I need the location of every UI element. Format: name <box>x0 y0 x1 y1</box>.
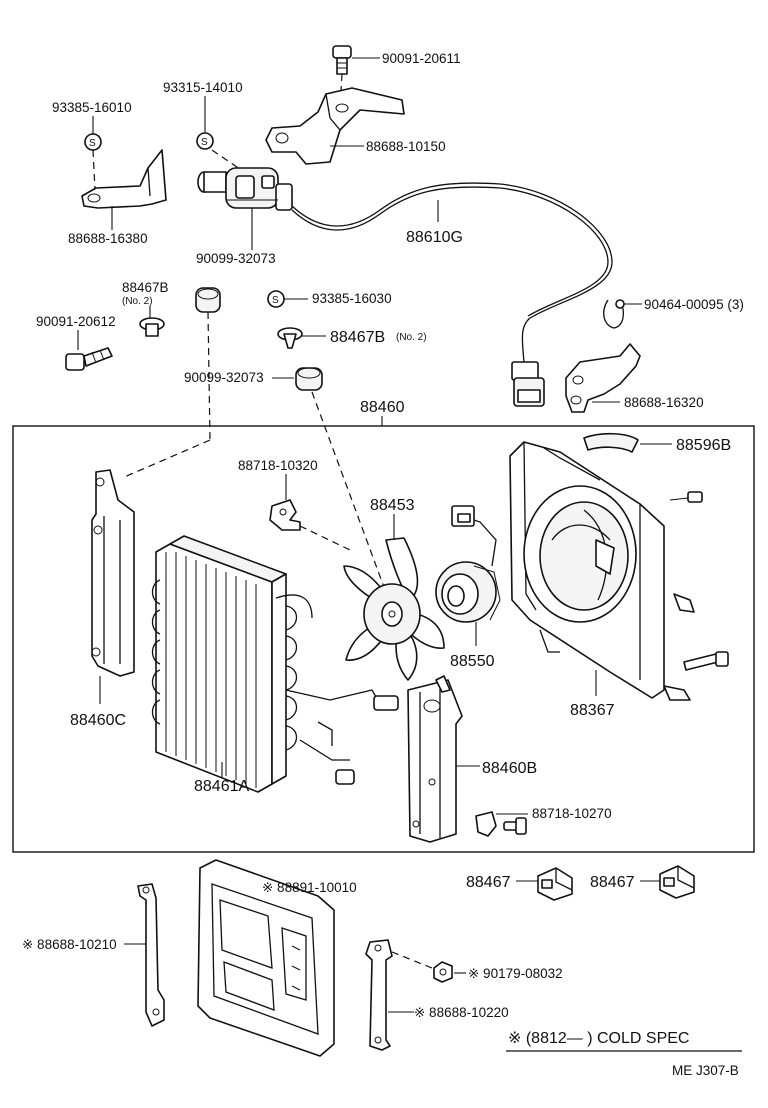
wire-harness-88610G-icon <box>291 182 613 407</box>
s-washer-icon: S <box>84 133 102 151</box>
label-no2-a: (No. 2) <box>122 296 153 307</box>
clip-88467B-icon <box>139 317 165 337</box>
label-88688-16320: 88688-16320 <box>624 395 704 410</box>
legend-cold-spec: ※ (8812— ) COLD SPEC <box>508 1030 689 1047</box>
label-90099-32073-a: 90099-32073 <box>196 251 276 266</box>
label-88453: 88453 <box>370 497 415 514</box>
clip-88467B-icon <box>277 327 303 349</box>
fan-motor-88550-icon <box>435 505 501 623</box>
label-88467-a: 88467 <box>466 874 511 891</box>
label-88688-10210: ※ 88688-10210 <box>22 937 117 952</box>
label-88550: 88550 <box>450 653 495 670</box>
bracket-88688-10220-icon <box>365 939 393 1051</box>
label-88460B: 88460B <box>482 760 537 777</box>
nut-90179-08032-icon <box>433 961 453 983</box>
bolt-90091-20612-icon <box>65 347 113 371</box>
grommet-90099-32073-icon <box>195 287 221 313</box>
s-washer-icon: S <box>196 132 214 150</box>
label-88688-10220: ※ 88688-10220 <box>414 1005 509 1020</box>
bracket-88688-16380-icon <box>81 149 167 209</box>
bolt-icon <box>683 651 729 671</box>
label-93385-16010: 93385-16010 <box>52 100 132 115</box>
label-88467B-a: 88467B <box>122 280 169 295</box>
panel-88891-10010-icon <box>197 859 335 1057</box>
label-88688-10150: 88688-10150 <box>366 139 446 154</box>
diagram-code: ME J307-B <box>672 1063 739 1078</box>
label-88460: 88460 <box>360 399 405 416</box>
clip-88467-icon <box>659 865 695 899</box>
pressure-switch-icon <box>197 167 293 211</box>
label-88461A: 88461A <box>194 778 249 795</box>
clamp-90464-00095-icon <box>603 299 625 329</box>
bolt-icon <box>669 491 703 503</box>
label-90091-20612: 90091-20612 <box>36 314 116 329</box>
label-88467B-b: 88467B <box>330 329 385 346</box>
label-88596B: 88596B <box>676 437 731 454</box>
label-93385-16030: 93385-16030 <box>312 291 392 306</box>
bracket-88688-10150-icon <box>265 87 405 165</box>
bracket-88688-16320-icon <box>565 343 641 413</box>
clip-88718-10270-icon <box>475 811 527 837</box>
label-no2-b: (No. 2) <box>396 332 427 343</box>
svg-text:S: S <box>272 295 279 306</box>
label-88718-10320: 88718-10320 <box>238 458 318 473</box>
label-88718-10270: 88718-10270 <box>532 806 612 821</box>
fan-shroud-88367-icon <box>509 441 695 701</box>
label-90179-08032: ※ 90179-08032 <box>468 966 563 981</box>
bracket-88688-10210-icon <box>137 883 165 1027</box>
s-washer-icon: S <box>267 290 285 308</box>
fan-88453-icon <box>343 537 445 681</box>
condenser-88461A-icon <box>151 535 399 793</box>
label-88688-16380: 88688-16380 <box>68 231 148 246</box>
label-88467-b: 88467 <box>590 874 635 891</box>
svg-text:S: S <box>201 137 208 148</box>
label-90464-00095: 90464-00095 (3) <box>644 297 744 312</box>
assembly-box-88460 <box>12 425 755 853</box>
bolt-90091-20611-icon <box>332 45 352 75</box>
label-88610G: 88610G <box>406 229 463 246</box>
clip-88467-icon <box>537 867 573 901</box>
bracket-88460B-icon <box>407 675 463 843</box>
label-90099-32073-b: 90099-32073 <box>184 370 264 385</box>
svg-text:S: S <box>89 138 96 149</box>
label-88891-10010: ※ 88891-10010 <box>262 880 357 895</box>
cover-88596B-icon <box>583 432 639 453</box>
label-88460C: 88460C <box>70 712 126 729</box>
bracket-88460C-icon <box>91 469 135 677</box>
grommet-90099-32073-icon <box>295 367 323 391</box>
label-93315-14010: 93315-14010 <box>163 80 243 95</box>
label-88367: 88367 <box>570 702 615 719</box>
clip-88718-10320-icon <box>269 499 301 531</box>
label-90091-20611: 90091-20611 <box>382 51 461 66</box>
